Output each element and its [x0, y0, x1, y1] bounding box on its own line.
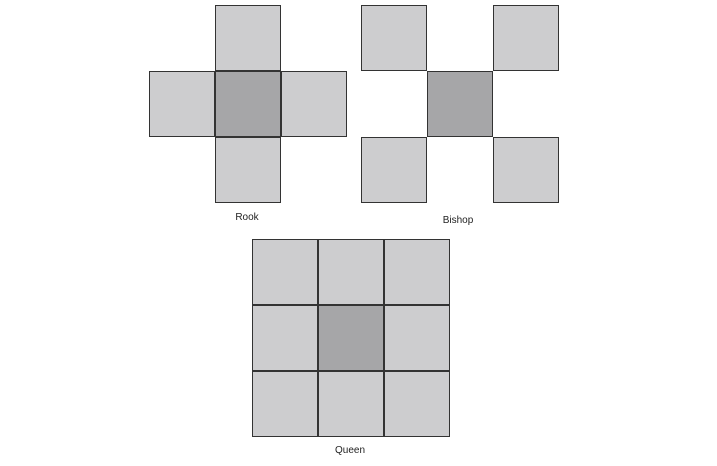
rook-neighbor-cell — [281, 71, 347, 137]
rook-neighbor-cell — [215, 137, 281, 203]
queen-neighbor-cell — [384, 371, 450, 437]
queen-neighbor-cell — [318, 371, 384, 437]
queen-neighbor-cell — [318, 239, 384, 305]
rook-center-cell — [215, 71, 281, 137]
queen-caption: Queen — [334, 445, 366, 456]
rook-neighbor-cell — [215, 5, 281, 71]
rook-neighbor-cell — [149, 71, 215, 137]
bishop-neighbor-cell — [493, 137, 559, 203]
rook-caption: Rook — [235, 212, 259, 223]
bishop-neighbor-cell — [361, 5, 427, 71]
queen-center-cell — [318, 305, 384, 371]
bishop-neighbor-cell — [361, 137, 427, 203]
queen-neighbor-cell — [252, 239, 318, 305]
bishop-caption: Bishop — [442, 215, 474, 226]
bishop-neighbor-cell — [493, 5, 559, 71]
queen-neighbor-cell — [252, 371, 318, 437]
queen-neighbor-cell — [384, 239, 450, 305]
queen-neighbor-cell — [252, 305, 318, 371]
queen-neighbor-cell — [384, 305, 450, 371]
bishop-center-cell — [427, 71, 493, 137]
